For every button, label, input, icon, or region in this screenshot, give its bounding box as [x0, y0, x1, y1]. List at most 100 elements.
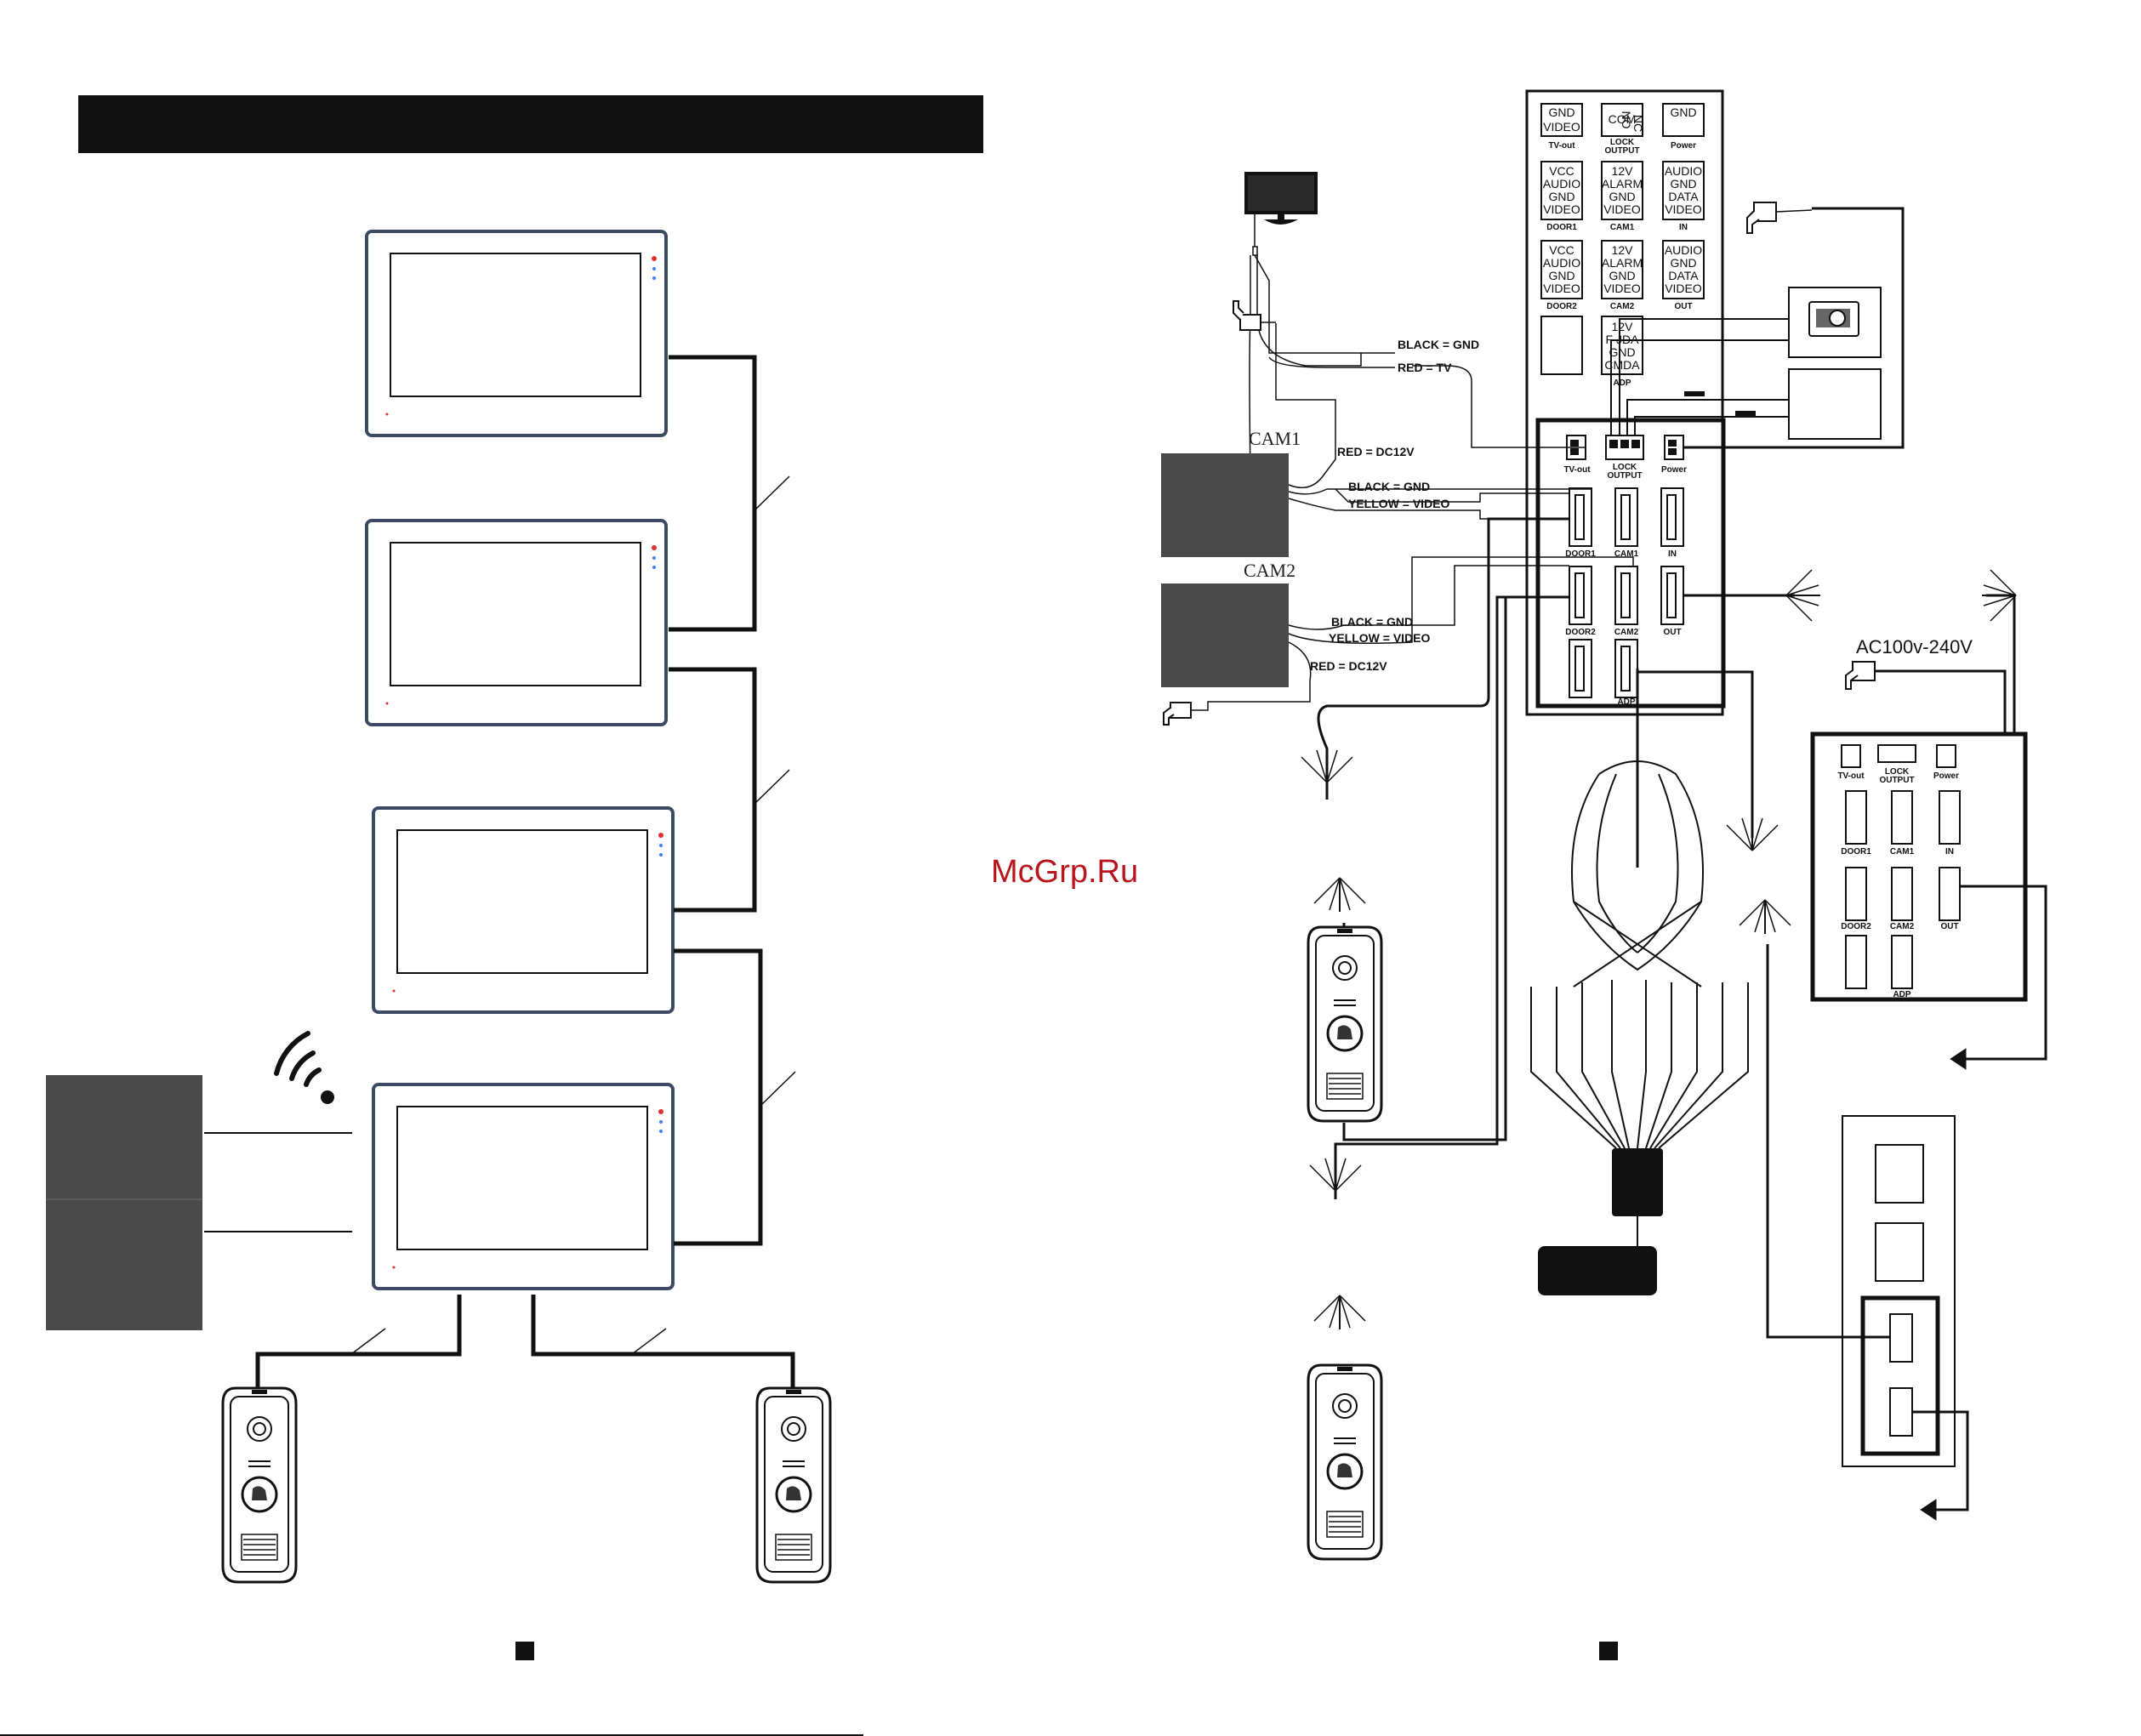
cam2-caption: CAM2: [1610, 302, 1635, 311]
doorbell-left-1: [221, 1386, 298, 1584]
sec-power-label: Power: [1933, 771, 1959, 781]
ac-voltage-label: AC100v-240V: [1856, 636, 1973, 657]
cam1-pin-2: ALARM: [1602, 177, 1643, 191]
door1-pin-4: VIDEO: [1543, 202, 1580, 216]
cable-braid: [1530, 760, 1749, 1149]
sec-out-label: OUT: [1940, 922, 1958, 931]
bottom-module-wires: [1766, 944, 1969, 1521]
monitor-4: [372, 1083, 675, 1290]
main-out-label: OUT: [1663, 628, 1681, 637]
lock-pin-1: NO: [1620, 111, 1633, 129]
doorbell-wires-left: [255, 1295, 795, 1388]
cam2-pin-4: VIDEO: [1603, 282, 1641, 295]
tv-red-label: RED = TV: [1398, 361, 1452, 374]
door1-caption: DOOR1: [1546, 223, 1577, 232]
monitor-chain-wires: [669, 355, 796, 1246]
tv-icon: [1244, 172, 1318, 225]
power-plug-icon-cam1: [1233, 300, 1276, 331]
in-pin-3: DATA: [1668, 190, 1699, 203]
door2-pin-4: VIDEO: [1543, 282, 1580, 295]
main-tvout-label: TV-out: [1563, 465, 1591, 475]
antenna-icon-3: [1726, 816, 1779, 851]
doorbell-left-2: [755, 1386, 832, 1584]
cam2-black-label: BLACK = GND: [1331, 615, 1413, 629]
sec-in-label: IN: [1945, 847, 1954, 857]
doorbell-right-2: [1307, 1363, 1383, 1561]
cam2-red-label: RED = DC12V: [1310, 659, 1387, 673]
lock-icon: [1788, 287, 1882, 358]
page-marker-left: [515, 1642, 534, 1660]
watermark: McGrp.Ru: [991, 854, 1138, 890]
out-caption: OUT: [1674, 302, 1692, 311]
door2-pin-2: AUDIO: [1543, 256, 1580, 270]
power-supply-box: [1788, 368, 1882, 440]
cam1-pin-4: VIDEO: [1603, 202, 1641, 216]
lock-pin-3: NC: [1631, 115, 1645, 132]
in-pin-2: GND: [1670, 177, 1696, 191]
adp-pin-4: CMDA: [1604, 358, 1640, 372]
camera-1-label: CAM1: [1249, 428, 1301, 449]
main-adp-label: ADP: [1617, 697, 1635, 707]
in-pin-1: AUDIO: [1665, 164, 1702, 178]
door1-pin-3: GND: [1548, 190, 1574, 203]
out-pin-3: DATA: [1668, 269, 1699, 282]
adp-pin-1: 12V: [1612, 320, 1634, 333]
antenna-icon-6: [1313, 877, 1366, 913]
tvout-caption: TV-out: [1548, 141, 1575, 151]
power-plug-icon-cam2: [1163, 702, 1192, 726]
out-pin-4: VIDEO: [1665, 282, 1702, 295]
sec-cam2-label: CAM2: [1890, 922, 1915, 931]
tvout-pin-2: VIDEO: [1543, 120, 1580, 134]
main-cam2-label: CAM2: [1614, 628, 1639, 637]
tvout-pin-1: GND: [1548, 105, 1574, 119]
door2-pin-1: VCC: [1549, 243, 1574, 257]
in-pin-4: VIDEO: [1665, 202, 1702, 216]
main-door1-label: DOOR1: [1565, 549, 1596, 559]
camera-2-box: [1161, 583, 1289, 687]
lock-wires: [1610, 318, 1789, 435]
cam2-pin-1: 12V: [1612, 243, 1634, 257]
monitor-1: [365, 230, 668, 437]
sec-cam1-label: CAM1: [1890, 847, 1915, 857]
camera-2-label: CAM2: [1244, 560, 1295, 581]
cam1-pin-1: 12V: [1612, 164, 1634, 178]
wifi-icon: [274, 1031, 334, 1104]
cam1-caption: CAM1: [1610, 223, 1635, 232]
sec-lock-label-2: OUTPUT: [1879, 776, 1914, 785]
monitor-2: [365, 519, 668, 726]
adp-caption: ADP: [1613, 379, 1631, 388]
power-caption: Power: [1671, 141, 1696, 151]
cam2-yellow-label: YELLOW = VIDEO: [1329, 631, 1431, 645]
connectors-main: [1566, 435, 1684, 698]
antenna-icon-2: [1309, 1156, 1362, 1192]
out-pin-1: AUDIO: [1665, 243, 1702, 257]
cam1-red-label: RED = DC12V: [1337, 445, 1415, 458]
connector-captions-secondary: TV-out LOCK OUTPUT Power DOOR1 CAM1 IN D…: [1837, 767, 1959, 999]
cam2-pin-2: ALARM: [1602, 256, 1643, 270]
gray-panel: [46, 1075, 202, 1330]
power-wire: [1683, 207, 1905, 449]
out-wire-secondary: [1950, 885, 2047, 1070]
out-pin-2: GND: [1670, 256, 1696, 270]
wire-label-group: BLACK = GND RED = TV RED = DC12V BLACK =…: [1310, 338, 1479, 673]
main-lock-label-1: LOCK: [1613, 463, 1637, 472]
cam1-yellow-label: YELLOW = VIDEO: [1348, 497, 1450, 510]
cable-sleeve: [1538, 1148, 1663, 1295]
sec-tvout-label: TV-out: [1837, 771, 1865, 781]
connector-captions-main: TV-out LOCK OUTPUT Power DOOR1 CAM1 IN D…: [1563, 463, 1687, 707]
monitor-3: [372, 806, 675, 1014]
cam1-pin-3: GND: [1609, 190, 1635, 203]
terminal-labels: GND VIDEO TV-out NO COM NC LOCK OUTPUT G…: [1540, 103, 1705, 388]
main-cam1-label: CAM1: [1614, 549, 1639, 559]
power-plug-icon-top: [1746, 202, 1813, 234]
page-marker-right: [1599, 1642, 1618, 1660]
antenna-icon-8: [1313, 1295, 1366, 1330]
in-caption: IN: [1679, 223, 1688, 232]
connectors-secondary: [1841, 744, 1961, 989]
door2-pin-3: GND: [1548, 269, 1574, 282]
camera-1-wires: [1275, 323, 1592, 520]
sec-door2-label: DOOR2: [1841, 922, 1871, 931]
antenna-icon-7: [1739, 899, 1791, 935]
sec-lock-label-1: LOCK: [1885, 767, 1910, 777]
